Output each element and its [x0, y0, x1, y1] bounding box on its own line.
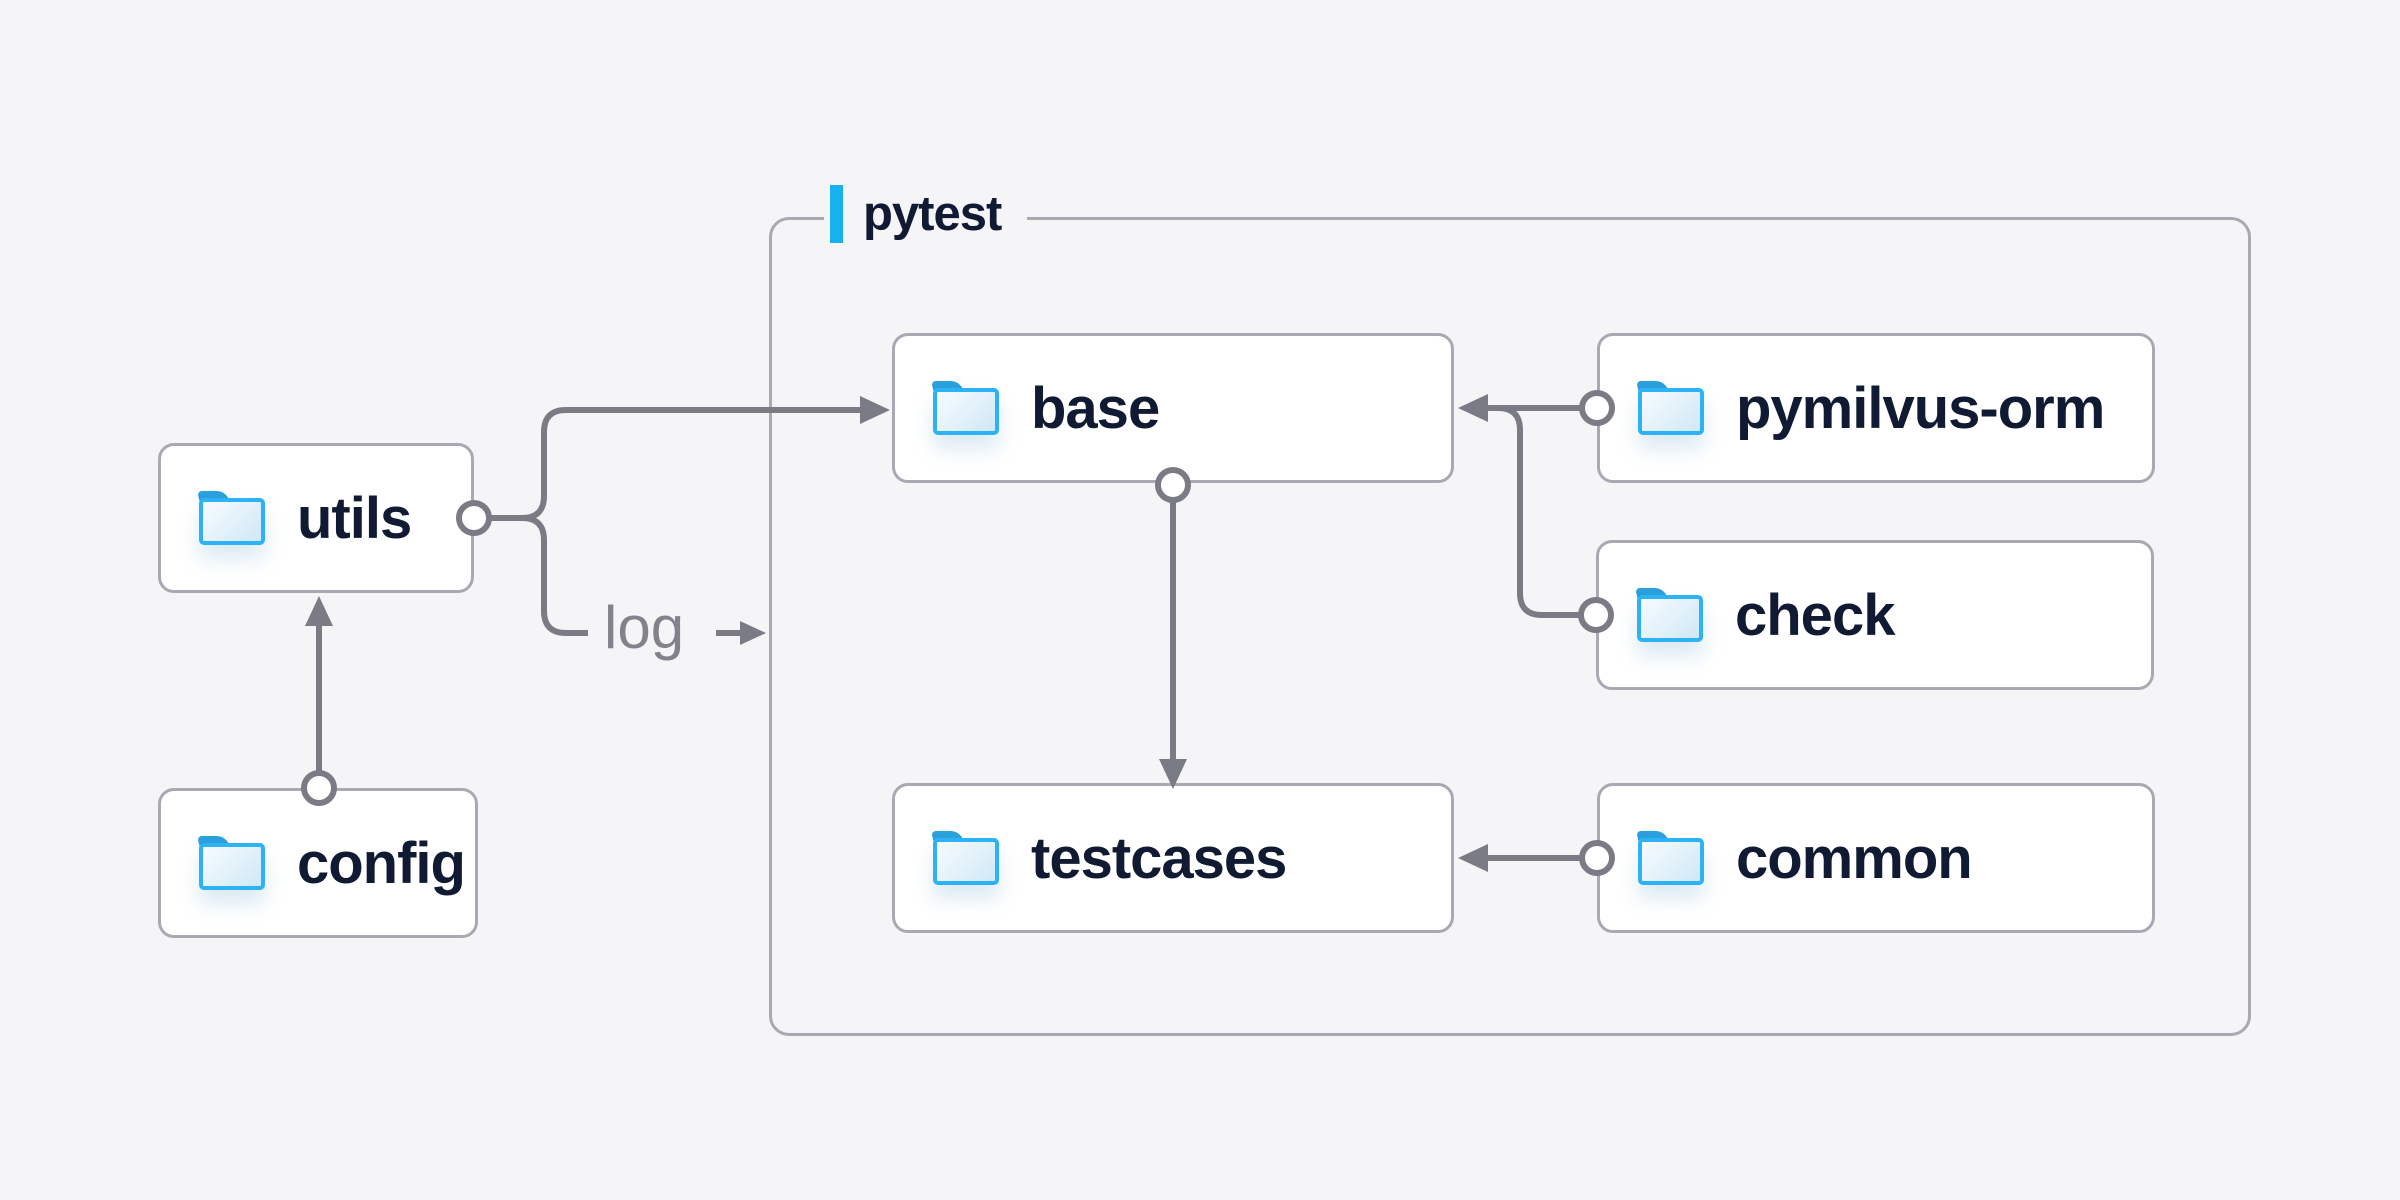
- folder-icon: [1636, 831, 1704, 885]
- pytest-group-label: pytest: [824, 183, 1028, 245]
- group-title: pytest: [863, 186, 1002, 241]
- node-label: check: [1735, 582, 1895, 648]
- node-label: common: [1736, 825, 1973, 891]
- node-label: config: [297, 830, 466, 896]
- node-label: testcases: [1031, 825, 1287, 891]
- folder-icon: [931, 831, 999, 885]
- folder-icon: [1636, 381, 1704, 435]
- node-testcases: testcases: [892, 783, 1454, 933]
- node-config: config: [158, 788, 478, 938]
- node-check: check: [1596, 540, 2154, 690]
- node-label: utils: [297, 485, 412, 551]
- node-common: common: [1597, 783, 2155, 933]
- edge-config-to-utils: [301, 596, 337, 806]
- node-label: pymilvus-orm: [1736, 375, 2105, 441]
- node-label: base: [1031, 375, 1160, 441]
- folder-icon: [1635, 588, 1703, 642]
- node-pymilvus-orm: pymilvus-orm: [1597, 333, 2155, 483]
- folder-icon: [931, 381, 999, 435]
- accent-bar: [830, 185, 843, 243]
- edge-label-log: log: [604, 594, 685, 661]
- node-base: base: [892, 333, 1454, 483]
- node-utils: utils: [158, 443, 474, 593]
- pytest-group-container: [769, 217, 2251, 1036]
- folder-icon: [197, 491, 265, 545]
- folder-icon: [197, 836, 265, 890]
